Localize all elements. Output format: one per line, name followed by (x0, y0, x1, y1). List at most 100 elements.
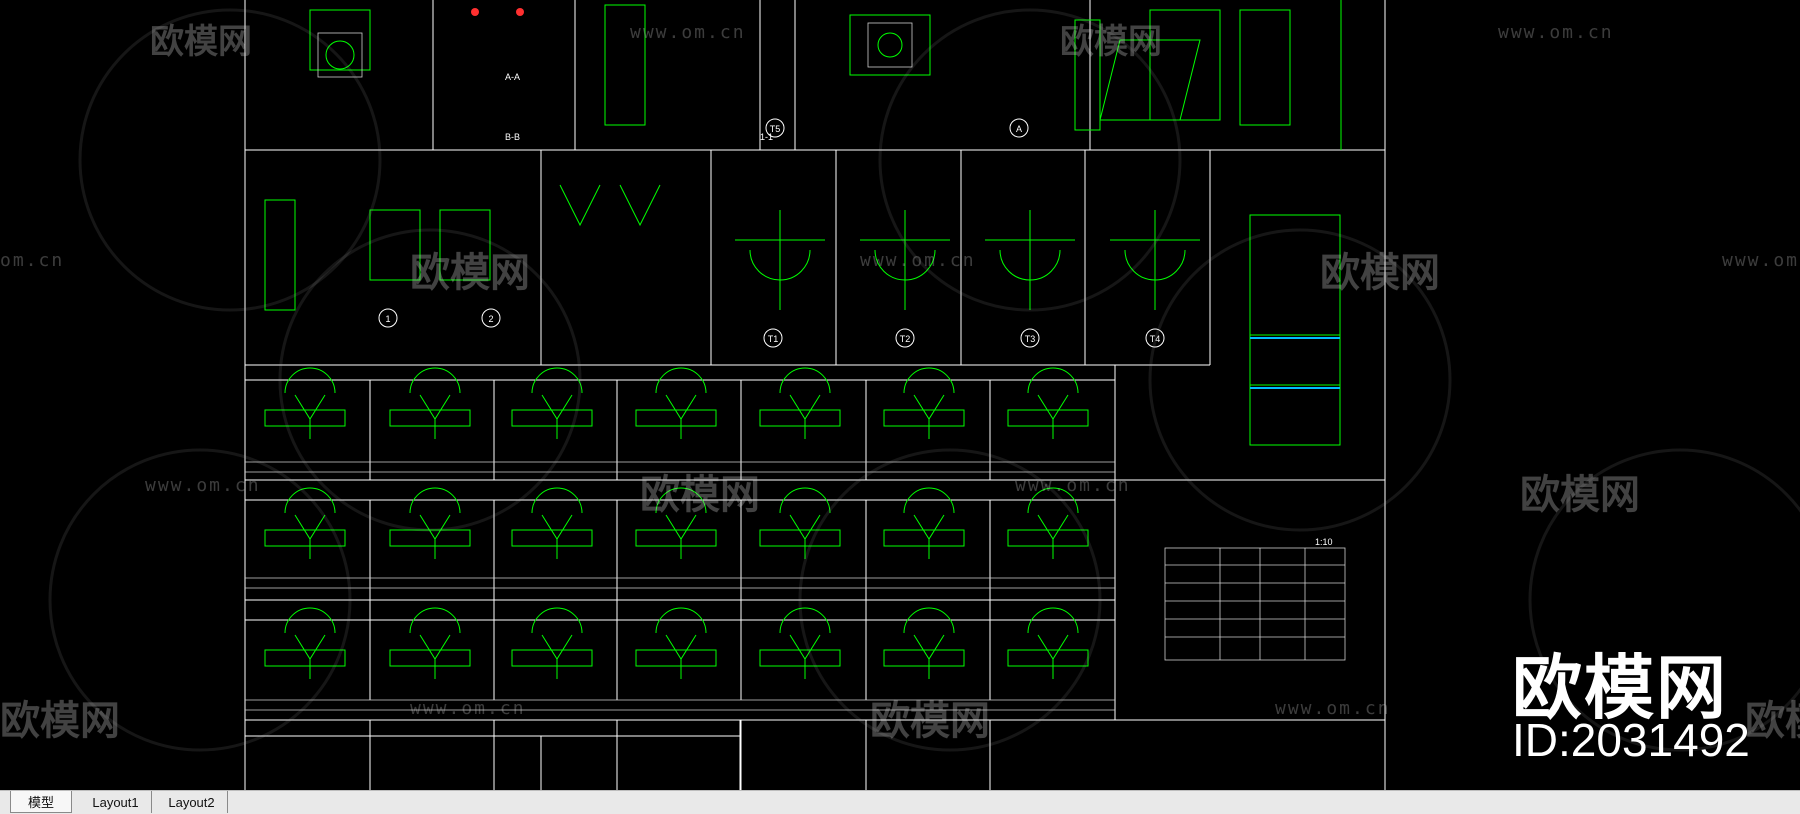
weld-bevel (665, 394, 697, 420)
weld-arc (655, 367, 707, 394)
weld-arc (1027, 607, 1079, 634)
plate (389, 529, 471, 547)
weld-arc (655, 607, 707, 634)
plate (511, 409, 593, 427)
detail-mark-label: T2 (900, 334, 911, 344)
watermark-brand-9: 欧模网 (1745, 698, 1800, 744)
detail-mark-label: T1 (768, 334, 779, 344)
section-detail (369, 209, 421, 281)
watermark-ring (1528, 448, 1800, 752)
section-mark-label: B-B (505, 132, 520, 142)
cope-arc (1124, 249, 1186, 281)
watermark-brand-3: 欧模网 (410, 250, 530, 296)
brand-logo-text: 欧模网 (1512, 647, 1728, 729)
steel-member (309, 9, 371, 71)
watermark-ring (1148, 228, 1452, 532)
plate (635, 409, 717, 427)
watermark-url-3: om.cn (0, 250, 65, 271)
drawing-frame (244, 0, 1386, 790)
weld-bevel (541, 634, 573, 660)
watermark-url-4: www.om.cn (860, 250, 976, 271)
marker-dot (516, 8, 524, 16)
detail-mark-circle (763, 328, 783, 348)
watermark-url-8: www.om.cn (410, 698, 526, 719)
dimension-lines (245, 22, 1346, 711)
plate (389, 649, 471, 667)
weld-bevel (1037, 394, 1069, 420)
weld-bevel (541, 394, 573, 420)
weld-bevel (789, 394, 821, 420)
watermark-url-9: www.om.cn (1275, 698, 1391, 719)
section-mark-label: A-A (505, 72, 520, 82)
watermark-ring (798, 448, 1102, 752)
weld-arc (284, 367, 336, 394)
plate (883, 649, 965, 667)
detail-mark-label: A (1016, 124, 1022, 134)
plate (511, 649, 593, 667)
column-flange (1074, 19, 1101, 131)
weld-arc (409, 607, 461, 634)
cope-arc (874, 249, 936, 281)
weld-arc (1027, 487, 1079, 514)
weld-bevel (665, 634, 697, 660)
column-elevation (1249, 214, 1341, 446)
weld-arc (903, 367, 955, 394)
detail-mark-circle (895, 328, 915, 348)
detail-mark-label: 1 (385, 314, 390, 324)
plate (883, 529, 965, 547)
watermark-brand-1: 欧模网 (150, 22, 252, 62)
weld-arc (779, 607, 831, 634)
weld-arc (903, 607, 955, 634)
plate (389, 409, 471, 427)
steel-member (1239, 9, 1291, 126)
beam-3d (1099, 39, 1201, 121)
weld-bevel (1037, 634, 1069, 660)
watermark-brand-4: 欧模网 (1320, 250, 1440, 296)
weld-arc (531, 367, 583, 394)
tab-layout2[interactable]: Layout2 (156, 791, 228, 813)
weld-bevel (294, 514, 326, 540)
section-detail (439, 209, 491, 281)
legend-table (1164, 547, 1346, 661)
watermark-url-7: www.om.cn (1015, 475, 1131, 496)
weld-bevel (913, 394, 945, 420)
weld-bevel (419, 394, 451, 420)
plate (264, 529, 346, 547)
detail-mark-circle (765, 118, 785, 138)
plate (264, 649, 346, 667)
detail-mark-label: T4 (1150, 334, 1161, 344)
plate (1007, 409, 1089, 427)
weld-bevel (913, 634, 945, 660)
plate (883, 409, 965, 427)
detail-mark-circle (378, 308, 398, 328)
watermark-brand-2: 欧模网 (1060, 22, 1162, 62)
weld-bevel (419, 514, 451, 540)
watermark-ring (78, 8, 382, 312)
watermark-brand-6: 欧模网 (1520, 472, 1640, 518)
weld-arc (284, 487, 336, 514)
watermark-brand-5: 欧模网 (640, 472, 760, 518)
tab-model[interactable]: 模型 (10, 791, 72, 813)
weld-bevel (294, 394, 326, 420)
tab-layout1[interactable]: Layout1 (80, 791, 152, 813)
plate (759, 529, 841, 547)
layout-tab-bar: 模型 Layout1 Layout2 (0, 790, 1800, 814)
plate (759, 409, 841, 427)
watermark-ring (48, 448, 352, 752)
weld-bevel (419, 634, 451, 660)
section-detail (264, 199, 296, 311)
plate (1007, 649, 1089, 667)
weld-arc (409, 367, 461, 394)
weld-arc (531, 607, 583, 634)
watermark-ring (278, 228, 582, 532)
plate (635, 649, 717, 667)
model-id-label: ID:2031492 (1512, 714, 1750, 766)
detail-mark-label: T5 (770, 124, 781, 134)
weld-arc (779, 367, 831, 394)
detail-mark-circle (481, 308, 501, 328)
detail-mark-circle (1020, 328, 1040, 348)
detail-mark-circle (1009, 118, 1029, 138)
watermark-url-6: www.om.cn (145, 475, 261, 496)
